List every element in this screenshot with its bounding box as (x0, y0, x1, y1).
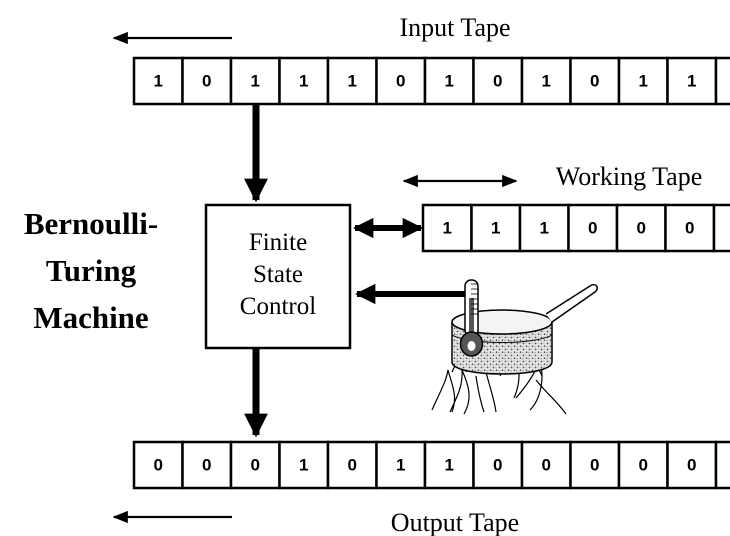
fsc-label-line-3: Control (240, 293, 316, 320)
working-tape-label: Working Tape (556, 162, 703, 191)
output-tape: 0 0 0 1 0 1 1 0 0 0 0 0 (132, 440, 730, 490)
machine-title-line-1: Bernoulli- (24, 206, 158, 241)
input-tape-cell-value: 1 (542, 72, 551, 91)
working-tape-cell-value: 1 (491, 219, 500, 238)
output-tape-cell-value: 0 (687, 456, 696, 475)
working-tape-cell (615, 203, 667, 253)
machine-title-line-2: Turing (46, 253, 137, 288)
output-tape-cell-value: 0 (639, 456, 648, 475)
input-tape-cell-value: 0 (590, 72, 599, 91)
output-tape-cell-value: 0 (348, 456, 357, 475)
input-tape-cell-value: 0 (493, 72, 502, 91)
input-tape-cell (714, 56, 730, 106)
input-tape-cell-value: 1 (639, 72, 648, 91)
input-tape-cell-value: 1 (687, 72, 696, 91)
output-tape-cell-value: 1 (396, 456, 405, 475)
output-tape-cell-value: 0 (542, 456, 551, 475)
output-tape-cell-value: 1 (445, 456, 454, 475)
output-tape-cell-value: 0 (590, 456, 599, 475)
finite-state-control-box (204, 203, 352, 350)
output-tape-cell (423, 440, 475, 490)
output-tape-cell (132, 440, 184, 490)
pot-on-fire-with-thermometer-icon (431, 279, 598, 415)
output-tape-cell (326, 440, 378, 490)
working-tape-cell (470, 203, 522, 253)
output-tape-cell (278, 440, 330, 490)
working-tape-cell-value: 0 (588, 219, 597, 238)
input-tape-cell (617, 56, 669, 106)
output-tape-cell-value: 0 (202, 456, 211, 475)
working-tape-cell (567, 203, 619, 253)
input-tape-cell-value: 1 (154, 72, 163, 91)
input-tape-label: Input Tape (399, 13, 510, 42)
working-tape-cell-value: 0 (637, 219, 646, 238)
output-tape-cell (617, 440, 669, 490)
working-tape-cell-value: 0 (685, 219, 694, 238)
output-tape-cell-value: 0 (154, 456, 163, 475)
input-tape-cell-value: 1 (445, 72, 454, 91)
output-tape-cell-value: 0 (493, 456, 502, 475)
output-tape-cell (229, 440, 281, 490)
working-tape-cell (518, 203, 570, 253)
input-tape: 1 0 1 1 1 0 1 0 1 0 1 1 (132, 56, 730, 106)
output-tape-cell (472, 440, 524, 490)
working-tape-cell-value: 1 (540, 219, 549, 238)
input-tape-cell-value: 1 (299, 72, 308, 91)
input-tape-cell-value: 1 (251, 72, 260, 91)
working-tape-cell-value: 1 (443, 219, 452, 238)
output-tape-cell-value: 1 (299, 456, 308, 475)
output-tape-cell (666, 440, 718, 490)
output-tape-cell (714, 440, 730, 490)
working-tape: 1 1 1 0 0 0 (421, 203, 730, 253)
working-tape-cell (712, 203, 730, 253)
fsc-label-line-1: Finite (249, 229, 307, 256)
input-tape-cell-value: 0 (396, 72, 405, 91)
input-tape-cell-value: 1 (348, 72, 357, 91)
output-tape-label: Output Tape (391, 508, 519, 536)
input-tape-cell-value: 0 (202, 72, 211, 91)
output-tape-cell-value: 0 (251, 456, 260, 475)
fsc-label-line-2: State (253, 261, 303, 288)
machine-title-line-3: Machine (33, 300, 148, 335)
